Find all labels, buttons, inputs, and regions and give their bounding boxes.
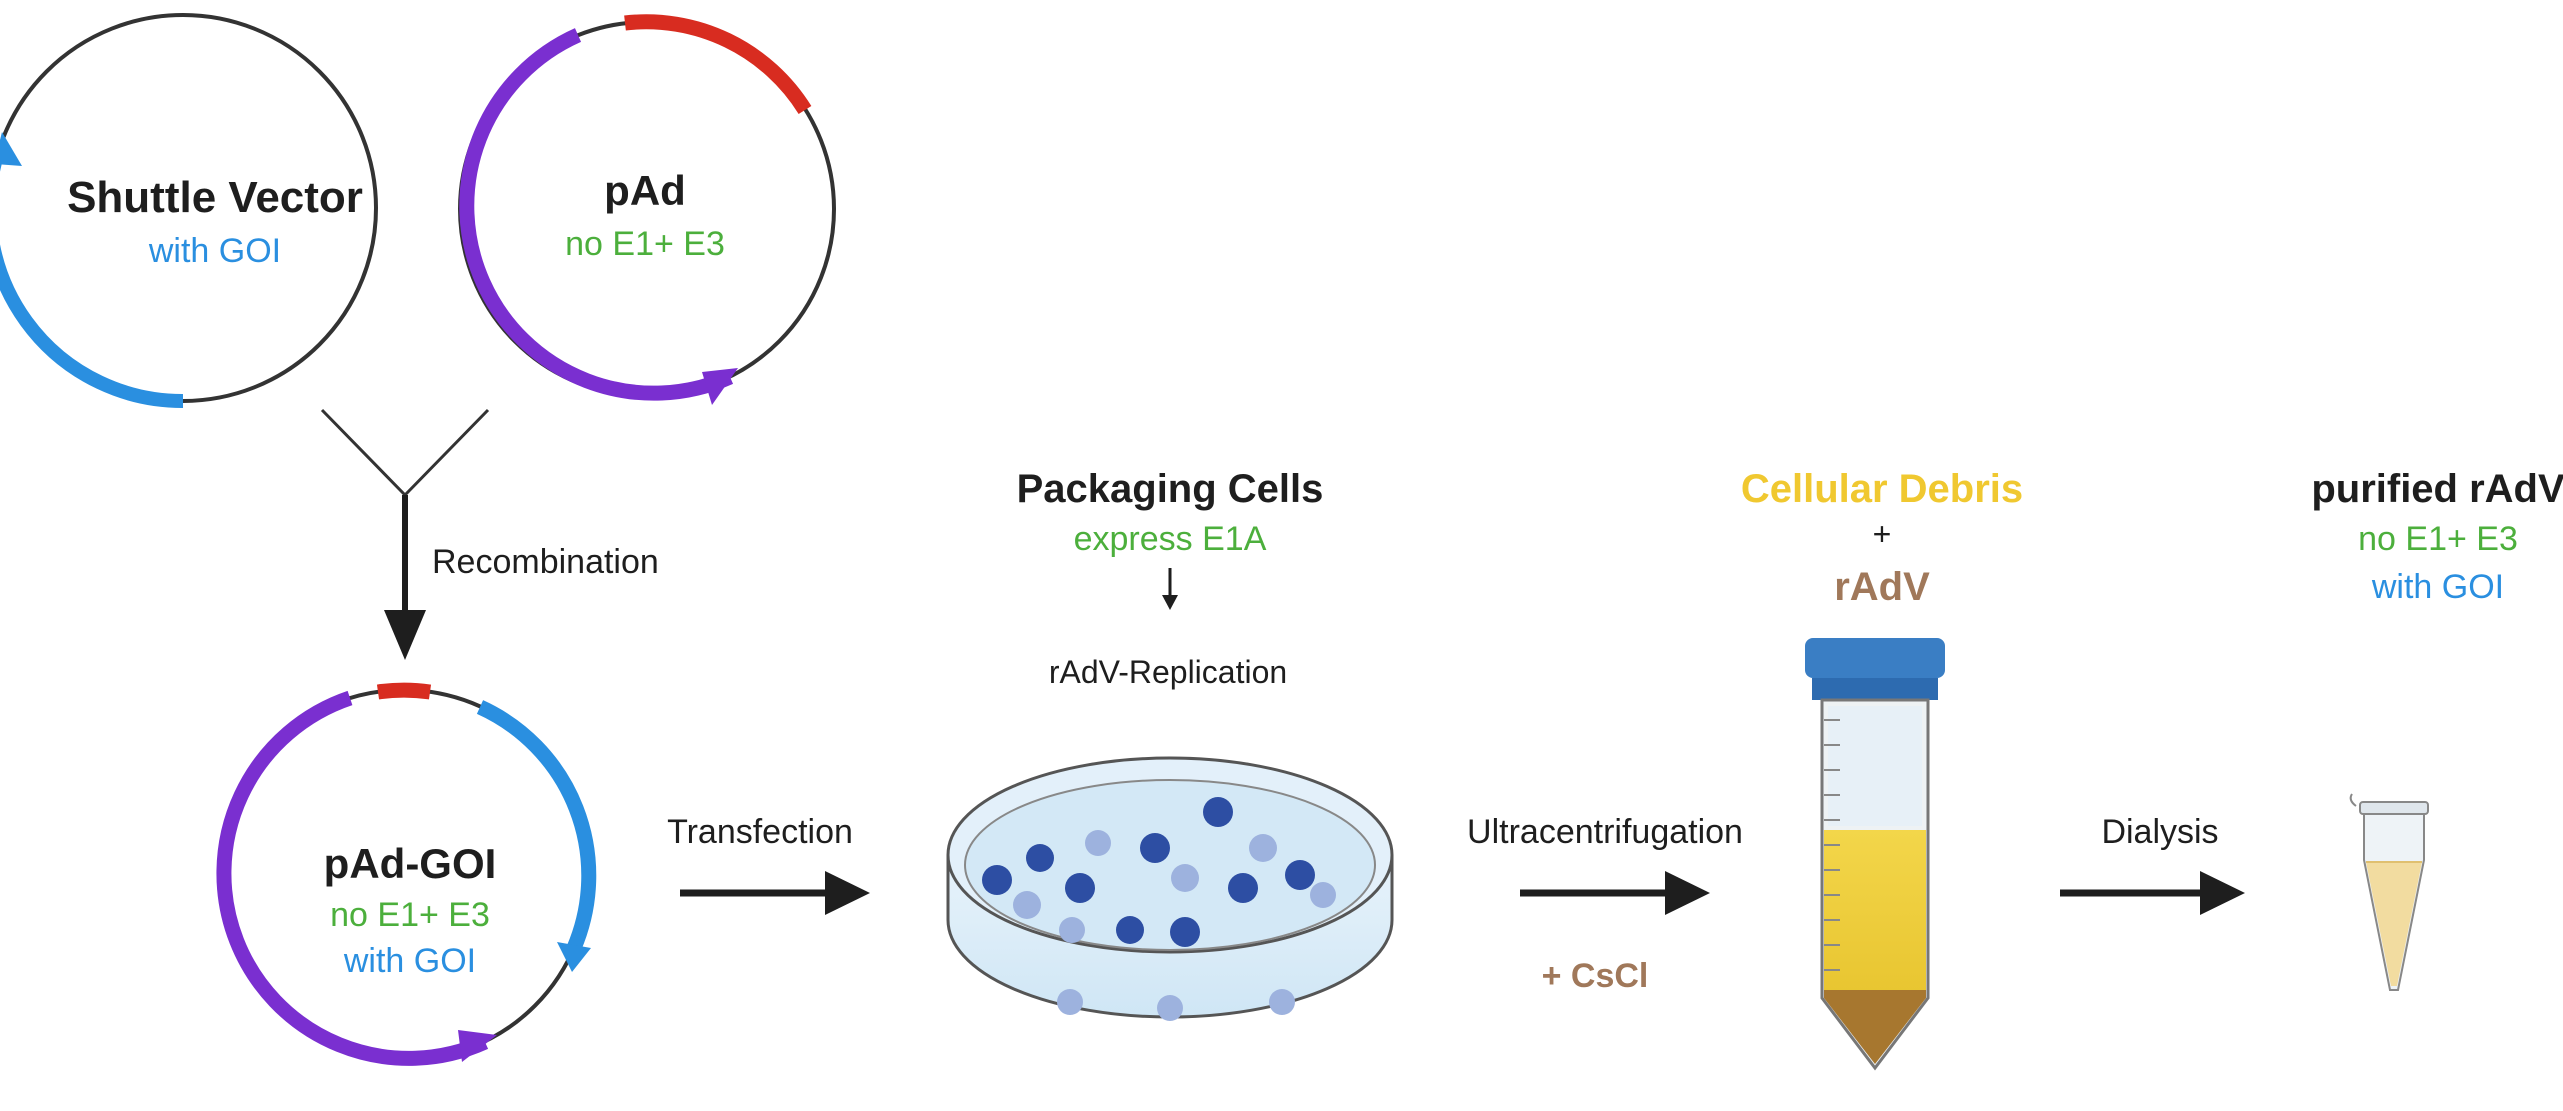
pad-goi-plasmid: pAd-GOI no E1+ E3 with GOI xyxy=(216,682,597,1066)
debris-plus: + xyxy=(1873,516,1892,552)
cells xyxy=(982,797,1336,1021)
arrow-head-icon xyxy=(557,942,591,972)
arrow-head-icon xyxy=(458,1030,497,1062)
packaging-title: Packaging Cells xyxy=(1017,467,1324,511)
shuttle-sub: with GOI xyxy=(148,232,281,270)
purified-title: purified rAdV xyxy=(2311,467,2563,511)
shuttle-title: Shuttle Vector xyxy=(67,173,363,222)
recombination-label: Recombination xyxy=(432,543,659,581)
arrow-right-icon xyxy=(1665,871,1710,915)
arrow-right-icon xyxy=(2200,871,2245,915)
shuttle-vector-plasmid: Shuttle Vector with GOI xyxy=(0,13,378,409)
goi-segment-arc xyxy=(476,700,597,951)
radv-label: rAdV xyxy=(1834,565,1930,609)
arrow-down-icon xyxy=(1162,595,1178,610)
e1-e3-segment-arc xyxy=(624,14,812,114)
centrifuge-tube-icon xyxy=(1805,638,1945,1071)
arrow-right-icon xyxy=(825,871,870,915)
packaging-sub: express E1A xyxy=(1074,520,1267,558)
debris-labels: Cellular Debris + rAdV xyxy=(1741,467,2023,609)
purified-labels: purified rAdV no E1+ E3 with GOI xyxy=(2311,467,2563,606)
microtube-icon xyxy=(2349,793,2429,991)
arrow-head-icon xyxy=(702,368,738,405)
replication-label: rAdV-Replication xyxy=(1049,654,1287,690)
purified-sub1: no E1+ E3 xyxy=(2358,520,2518,558)
purified-sub2: with GOI xyxy=(2371,568,2504,606)
ultracentrifugation-arrow: Ultracentrifugation + CsCl xyxy=(1467,813,1743,995)
cscl-label: + CsCl xyxy=(1542,957,1649,995)
recombination-arrow: Recombination xyxy=(320,408,659,660)
debris-title: Cellular Debris xyxy=(1741,467,2023,511)
transfection-arrow: Transfection xyxy=(667,813,870,915)
packaging-cells: Packaging Cells express E1A rAdV-Replica… xyxy=(1017,467,1324,690)
arrow-down-icon xyxy=(384,610,426,660)
pad-plasmid: pAd no E1+ E3 xyxy=(458,14,836,405)
pad-sub: no E1+ E3 xyxy=(565,225,725,263)
backbone-segment-arc xyxy=(216,690,489,1066)
dialysis-label: Dialysis xyxy=(2101,813,2218,851)
petri-dish-icon xyxy=(946,756,1394,1021)
pad-title: pAd xyxy=(604,167,686,214)
e1-e3-segment-arc xyxy=(376,682,432,700)
pad-goi-sub2: with GOI xyxy=(343,942,476,980)
pad-goi-title: pAd-GOI xyxy=(324,840,497,887)
goi-segment-arc xyxy=(0,148,184,409)
dialysis-arrow: Dialysis xyxy=(2060,813,2245,915)
transfection-label: Transfection xyxy=(667,813,853,851)
backbone-segment-arc xyxy=(459,28,734,401)
pad-goi-sub1: no E1+ E3 xyxy=(330,896,490,934)
arrow-head-icon xyxy=(0,132,22,166)
ultracentrifugation-label: Ultracentrifugation xyxy=(1467,813,1743,851)
